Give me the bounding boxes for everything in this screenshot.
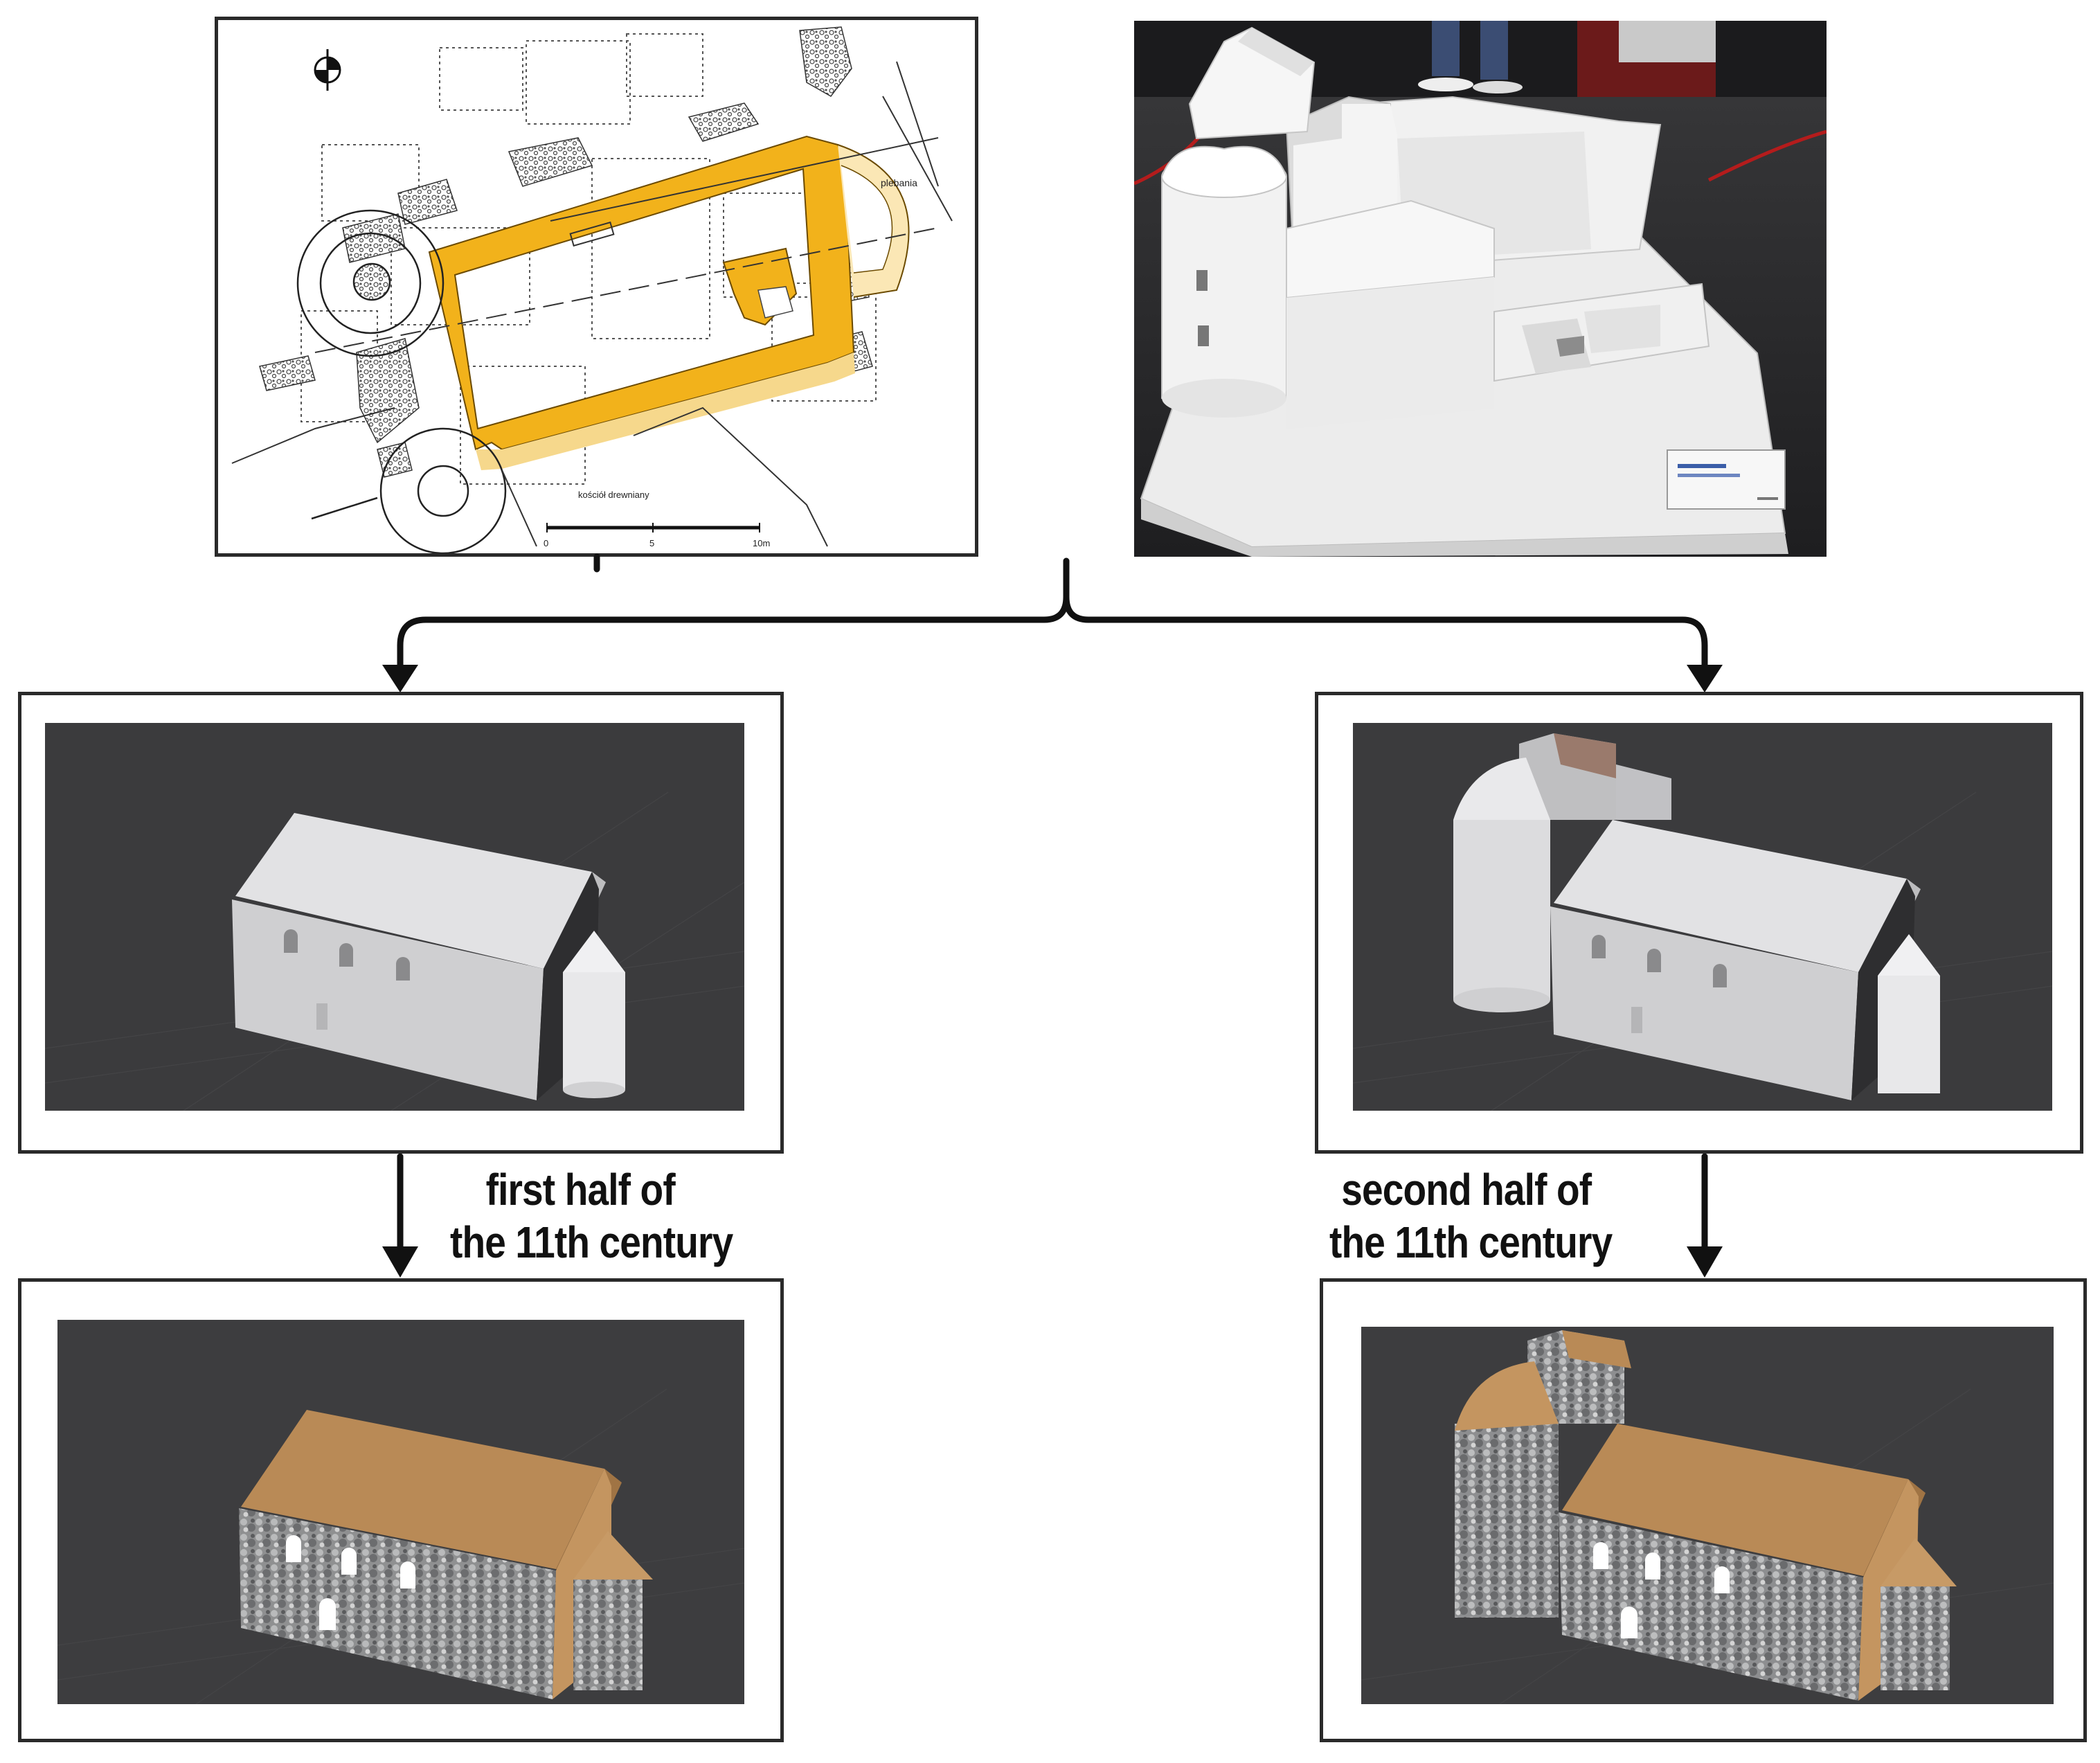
round-tower-plan bbox=[296, 209, 445, 357]
white-model-second-half bbox=[1353, 733, 2052, 1111]
render-frame-white-first-half bbox=[18, 692, 784, 1154]
roof-first-half bbox=[241, 1410, 604, 1569]
round-apse-plan bbox=[311, 427, 507, 553]
scale-tick-10m: 10m bbox=[753, 538, 770, 548]
caption-first-half-line1: first half of bbox=[485, 1165, 676, 1215]
textured-model-first-half bbox=[57, 1388, 744, 1704]
white-model-first-half bbox=[45, 791, 744, 1111]
property-lines bbox=[231, 61, 939, 547]
arrow-head-left-mid bbox=[382, 1246, 418, 1278]
caption-second-half-line1: second half of bbox=[1341, 1165, 1592, 1215]
arrow-head-right-mid bbox=[1687, 1246, 1723, 1278]
model-photo bbox=[1134, 21, 1827, 557]
north-arrow-icon bbox=[314, 49, 341, 91]
caption-second-half: second half of the 11th century bbox=[1329, 1163, 1613, 1269]
church-walls-highlight bbox=[428, 135, 910, 470]
caption-first-half-line2: the 11th century bbox=[450, 1217, 733, 1267]
render-frame-textured-second-half bbox=[1320, 1278, 2087, 1742]
scale-tick-0: 0 bbox=[544, 538, 548, 548]
textured-model-second-half bbox=[1361, 1330, 2054, 1704]
plan-frame: plebania kościół drewniany 0 5 10m bbox=[215, 17, 978, 557]
axis-lines bbox=[314, 96, 953, 353]
arrow-head-right-top bbox=[1687, 665, 1723, 692]
plan-label-church: kościół drewniany bbox=[578, 490, 649, 500]
stone-remains bbox=[259, 26, 873, 478]
caption-second-half-line2: the 11th century bbox=[1329, 1217, 1613, 1267]
scale-tick-5: 5 bbox=[649, 538, 654, 548]
caption-first-half: first half of the 11th century bbox=[450, 1163, 733, 1269]
roof-second-half bbox=[1562, 1424, 1908, 1576]
render-frame-white-second-half bbox=[1315, 692, 2083, 1154]
scale-bar: 0 5 10m bbox=[544, 523, 770, 548]
arrow-head-left-top bbox=[382, 665, 418, 692]
archaeological-plan: plebania kościół drewniany 0 5 10m bbox=[231, 26, 953, 553]
render-frame-textured-first-half bbox=[18, 1278, 784, 1742]
plan-label-plebania: plebania bbox=[881, 177, 917, 188]
